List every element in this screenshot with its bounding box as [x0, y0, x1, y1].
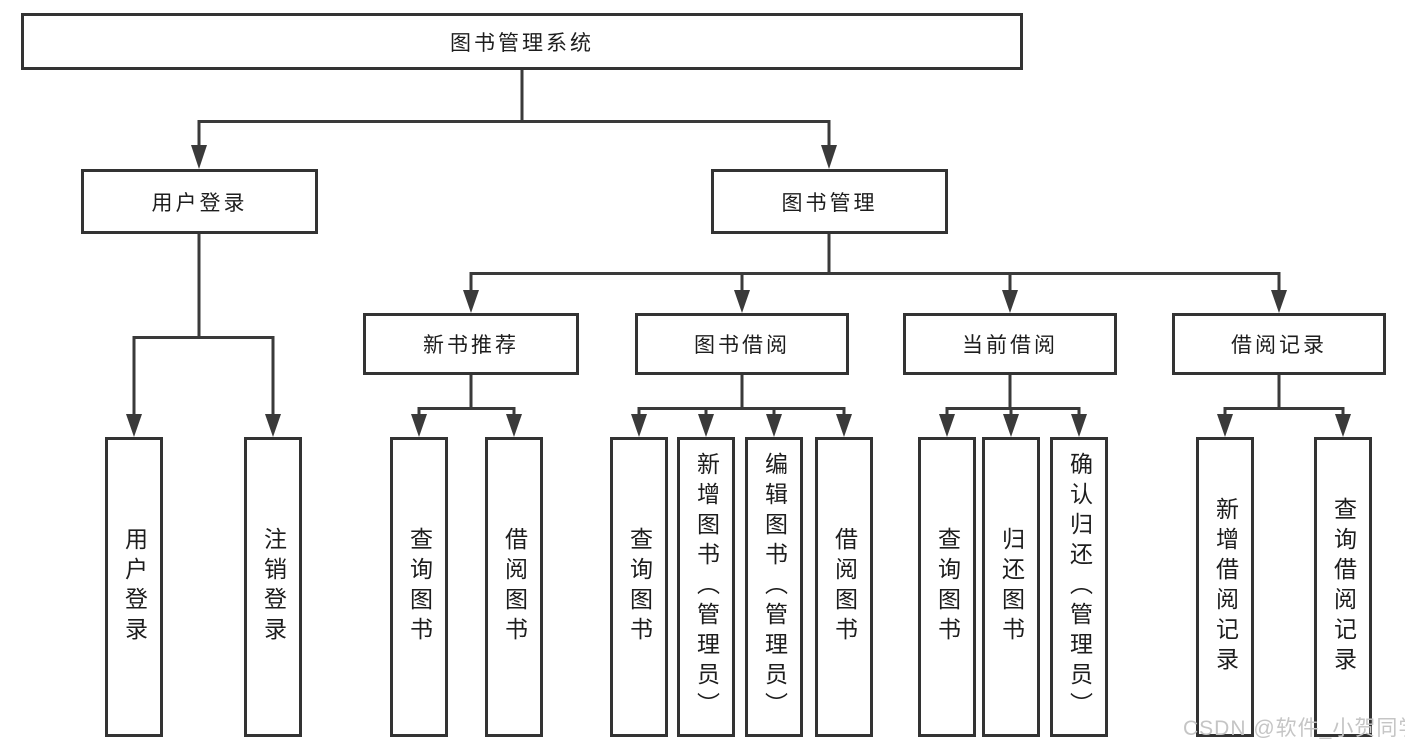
connector-line	[132, 70, 1345, 415]
node-borrow-records: 借阅记录	[1172, 313, 1386, 375]
leaf-query-books-2: 查询图书	[610, 437, 668, 737]
leaf-confirm-return-admin: 确认归还（管理员）	[1050, 437, 1108, 737]
node-book-borrow: 图书借阅	[635, 313, 849, 375]
leaf-query-books-3: 查询图书	[918, 437, 976, 737]
watermark: CSDN @软件_小贺同学	[1183, 717, 1405, 740]
leaf-return-book: 归还图书	[982, 437, 1040, 737]
leaf-user-login: 用户登录	[105, 437, 163, 737]
leaf-borrow-books-1: 借阅图书	[485, 437, 543, 737]
leaf-query-borrow-record: 查询借阅记录	[1314, 437, 1372, 737]
node-new-book-recommend: 新书推荐	[363, 313, 579, 375]
leaf-query-books-1: 查询图书	[390, 437, 448, 737]
arrow-down-icon	[126, 145, 1351, 437]
leaf-add-borrow-record: 新增借阅记录	[1196, 437, 1254, 737]
leaf-edit-book-admin: 编辑图书（管理员）	[745, 437, 803, 737]
node-current-borrow: 当前借阅	[903, 313, 1117, 375]
leaf-logout: 注销登录	[244, 437, 302, 737]
node-user-login: 用户登录	[81, 169, 318, 234]
node-book-management: 图书管理	[711, 169, 948, 234]
leaf-add-book-admin: 新增图书（管理员）	[677, 437, 735, 737]
leaf-borrow-books-2: 借阅图书	[815, 437, 873, 737]
node-root: 图书管理系统	[21, 13, 1023, 70]
